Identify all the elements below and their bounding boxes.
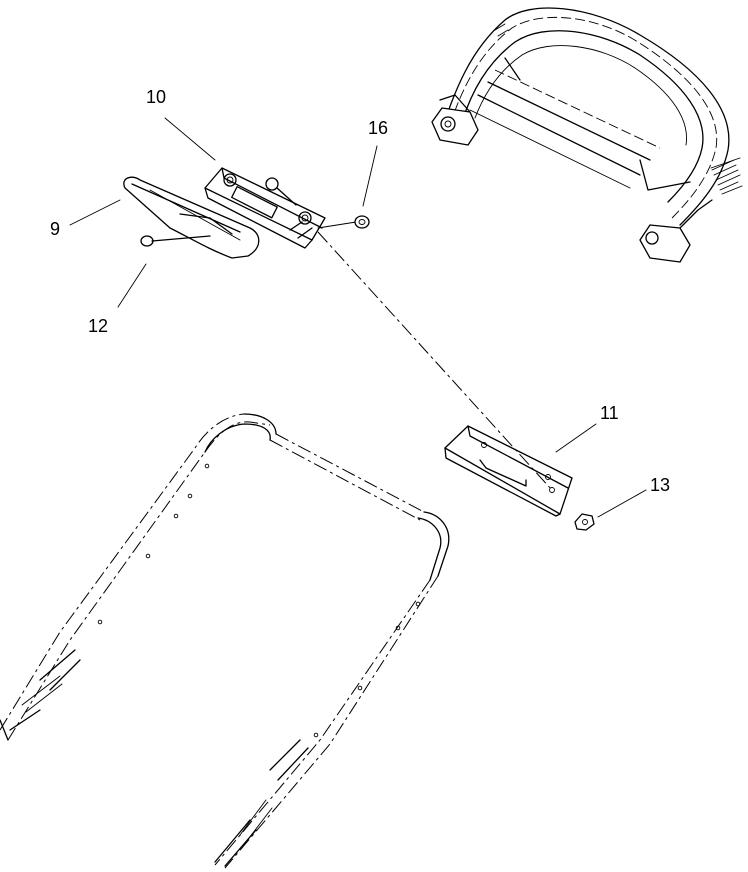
nut-part-13: [574, 513, 595, 531]
nut-part-16: [317, 215, 370, 229]
rivet-upper: [265, 177, 297, 206]
callout-10: 10: [146, 87, 166, 107]
callout-16: 16: [368, 118, 388, 138]
leader-lines: [69, 117, 647, 518]
callout-13: 13: [650, 475, 670, 495]
callout-11: 11: [600, 403, 619, 423]
lower-handle-tube: [0, 413, 450, 869]
callout-12: 12: [88, 316, 108, 336]
clamp-bracket-part-10: [204, 167, 326, 249]
spring-coil: [710, 157, 743, 195]
upper-handle: [431, 7, 743, 263]
callout-9: 9: [50, 219, 60, 239]
assembly-centerline: [317, 231, 553, 491]
lower-bracket-part-11: [444, 425, 573, 517]
rivet-part-12: [140, 235, 211, 247]
cable-guide-part-9: [123, 176, 260, 259]
